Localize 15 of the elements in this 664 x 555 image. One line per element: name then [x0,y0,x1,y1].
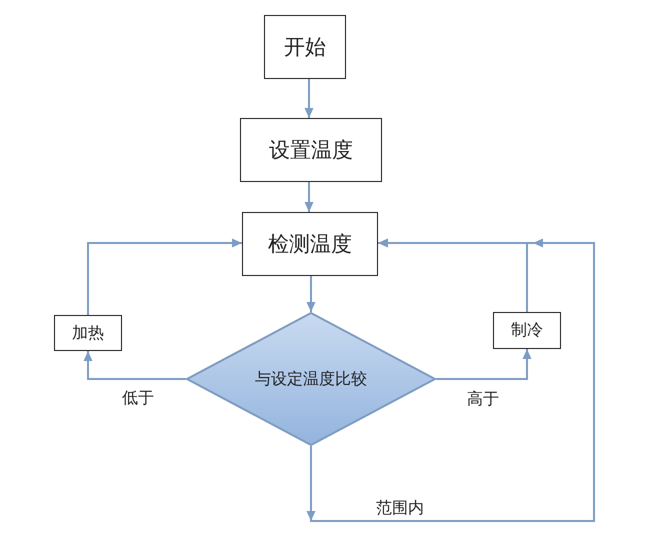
edge-label: 高于 [465,390,501,408]
process-box: 加热 [54,315,122,351]
process-box: 制冷 [493,312,561,349]
arrow [87,238,242,315]
arrow [436,349,532,380]
edge-label: 低于 [120,389,156,407]
arrow [304,182,314,212]
arrow [306,238,595,522]
arrow [84,351,186,380]
decision-diamond: 与设定温度比较 [186,312,436,446]
arrow [306,276,316,312]
process-box: 开始 [264,15,346,79]
arrow [304,79,314,118]
process-box: 检测温度 [242,212,378,276]
process-box: 设置温度 [240,118,382,182]
